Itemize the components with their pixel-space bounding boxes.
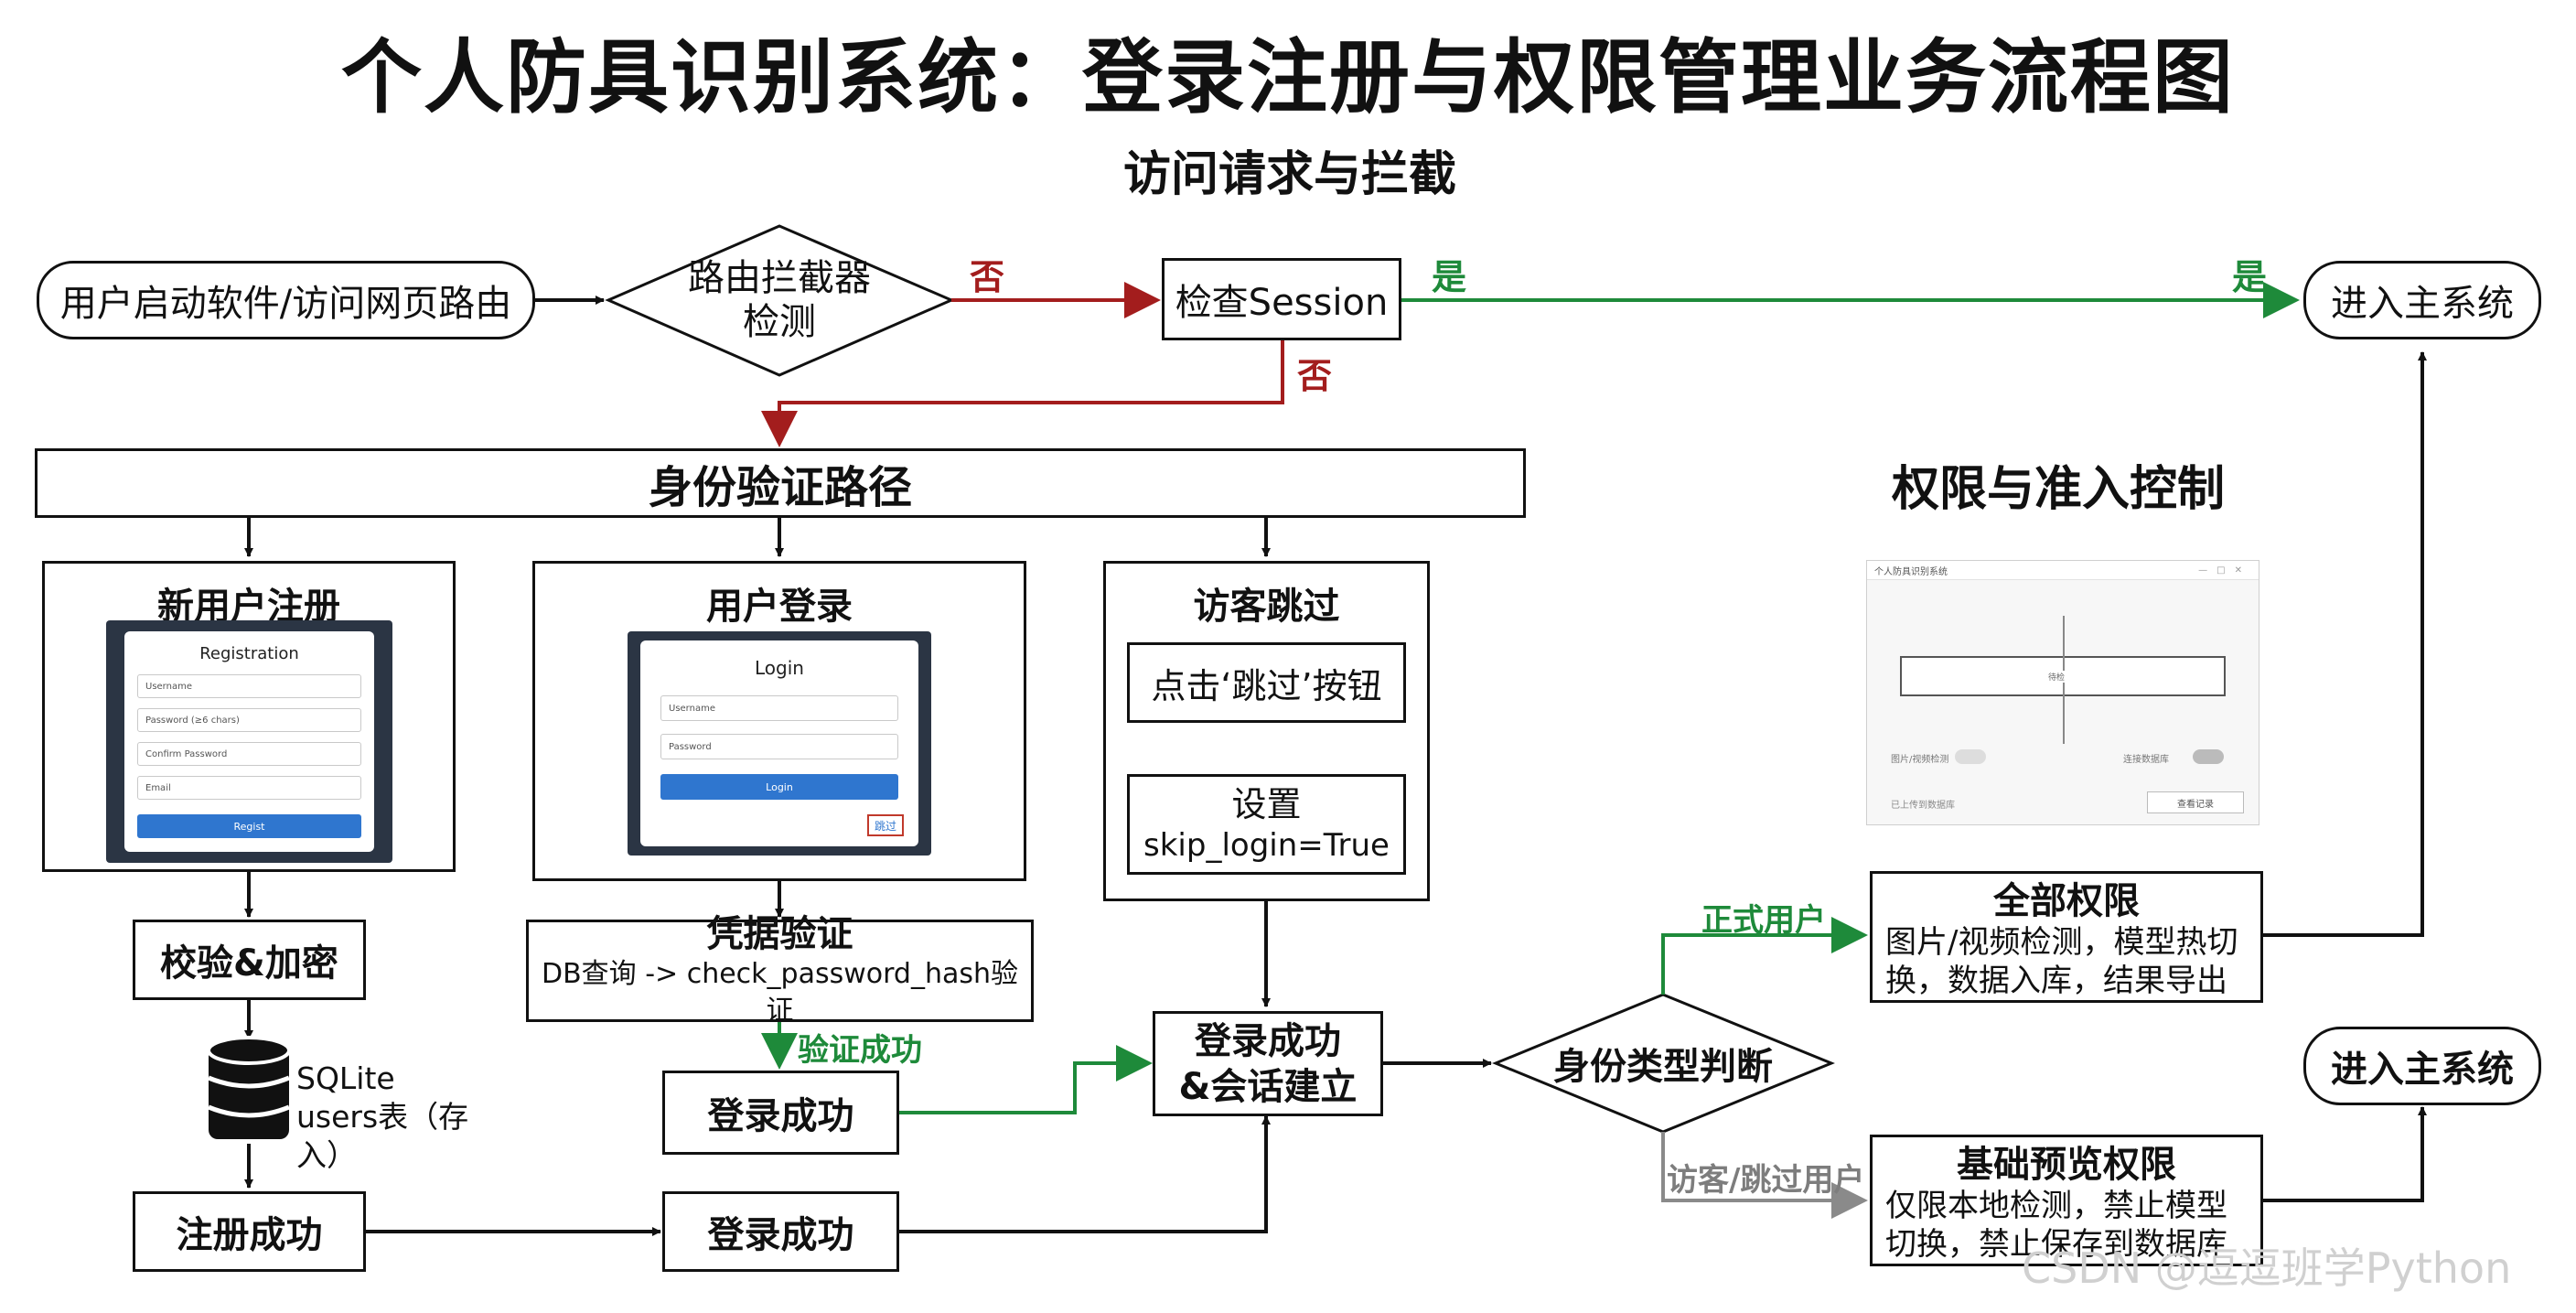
- skip-setting-line1: 设置: [1231, 784, 1302, 824]
- app-toggle-left[interactable]: [1955, 749, 1986, 764]
- verify-encrypt-node: 校验&加密: [133, 920, 366, 1000]
- register-success-node: 注册成功: [133, 1191, 366, 1272]
- router-check-text: 路由拦截器 检测: [640, 249, 918, 351]
- basic-permission-node: 基础预览权限 仅限本地检测，禁止模型切换，禁止保存到数据库: [1870, 1135, 2263, 1266]
- section-access-title: 访问请求与拦截: [1122, 147, 1456, 202]
- register-mockup: Registration Username Password (≥6 chars…: [106, 620, 392, 863]
- register-email-field[interactable]: Email: [137, 776, 361, 800]
- register-password-field[interactable]: Password (≥6 chars): [137, 708, 361, 732]
- main-system-bottom: 进入主系统: [2303, 1027, 2541, 1105]
- label-no-session: 否: [1297, 356, 1333, 396]
- register-login-success-node: 登录成功: [662, 1191, 899, 1272]
- database-icon: [207, 1036, 291, 1139]
- register-username-field[interactable]: Username: [137, 674, 361, 698]
- app-window-title: 个人防具识别系统: [1874, 566, 1948, 577]
- login-title: 用户登录: [706, 586, 853, 628]
- section-permission-title: 权限与准入控制: [1891, 462, 2225, 517]
- label-yes-session: 是: [1432, 257, 1467, 297]
- session-line2: &会话建立: [1178, 1065, 1358, 1108]
- skip-setting-line2: skip_login=True: [1143, 827, 1390, 864]
- label-verify-ok: 验证成功: [798, 1032, 922, 1069]
- login-mockup: Login Username Password Login 跳过: [628, 631, 931, 856]
- label-guest-user: 访客/跳过用户: [1667, 1162, 1865, 1199]
- check-session-node: 检查Session: [1162, 258, 1401, 340]
- login-password-field[interactable]: Password: [660, 734, 898, 759]
- app-toggle-right-label: 连接数据库: [2123, 755, 2169, 765]
- skip-setting-node: 设置 skip_login=True: [1127, 774, 1406, 875]
- start-node: 用户启动软件/访问网页路由: [37, 261, 535, 339]
- full-permission-node: 全部权限 图片/视频检测，模型热切换，数据入库，结果导出: [1870, 871, 2263, 1003]
- db-store-label: SQLite users表（存入）: [296, 1060, 469, 1173]
- auth-path-banner: 身份验证路径: [35, 448, 1526, 518]
- register-mock-heading: Registration: [199, 644, 299, 663]
- label-yes-main: 是: [2232, 257, 2268, 297]
- identity-diamond: [1492, 993, 1835, 1134]
- app-toggle-left-label: 图片/视频检测: [1891, 755, 1949, 765]
- session-line1: 登录成功: [1195, 1019, 1341, 1062]
- full-permission-detail: 图片/视频检测，模型热切换，数据入库，结果导出: [1885, 924, 2238, 999]
- app-footer-text: 已上传到数据库: [1891, 801, 1955, 811]
- router-check-line1: 路由拦截器: [688, 257, 871, 299]
- login-success-node: 登录成功: [662, 1071, 899, 1155]
- window-controls-icon: —□✕: [2198, 565, 2251, 576]
- router-check-line2: 检测: [743, 301, 816, 343]
- basic-permission-title: 基础预览权限: [1957, 1144, 2176, 1186]
- login-skip-link[interactable]: 跳过: [867, 814, 904, 836]
- app-titlebar: 个人防具识别系统 —□✕: [1867, 561, 2259, 580]
- app-window-mockup: 个人防具识别系统 —□✕ 待检 图片/视频检测 连接数据库 已上传到数据库 查看…: [1866, 560, 2259, 825]
- register-submit-button[interactable]: Regist: [137, 814, 361, 838]
- watermark: CSDN @逗逗班学Python: [2022, 1243, 2512, 1293]
- label-official-user: 正式用户: [1701, 902, 1826, 939]
- label-no-router: 否: [970, 257, 1005, 297]
- app-center-text: 待检: [2048, 671, 2066, 683]
- session-established-node: 登录成功 &会话建立: [1153, 1011, 1383, 1116]
- login-username-field[interactable]: Username: [660, 695, 898, 721]
- guest-title: 访客跳过: [1193, 586, 1340, 628]
- page-title: 个人防具识别系统：登录注册与权限管理业务流程图: [340, 30, 2235, 124]
- main-system-top: 进入主系统: [2303, 261, 2541, 339]
- basic-permission-detail: 仅限本地检测，禁止模型切换，禁止保存到数据库: [1885, 1188, 2227, 1263]
- app-footer-button[interactable]: 查看记录: [2147, 791, 2244, 813]
- register-card: Registration Username Password (≥6 chars…: [124, 631, 374, 852]
- login-submit-button[interactable]: Login: [660, 774, 898, 800]
- credential-title: 凭据验证: [706, 913, 853, 955]
- identity-judge-text: 身份类型判断: [1553, 1046, 1773, 1088]
- click-skip-node: 点击‘跳过’按钮: [1127, 642, 1406, 723]
- login-card: Login Username Password Login 跳过: [640, 640, 918, 846]
- register-confirm-field[interactable]: Confirm Password: [137, 742, 361, 766]
- full-permission-title: 全部权限: [1993, 880, 2140, 922]
- app-toggle-right[interactable]: [2193, 749, 2224, 764]
- credential-verify-node: 凭据验证 DB查询 -> check_password_hash验证: [526, 913, 1034, 1027]
- credential-detail: DB查询 -> check_password_hash验证: [541, 958, 1018, 1027]
- login-mock-heading: Login: [755, 657, 804, 679]
